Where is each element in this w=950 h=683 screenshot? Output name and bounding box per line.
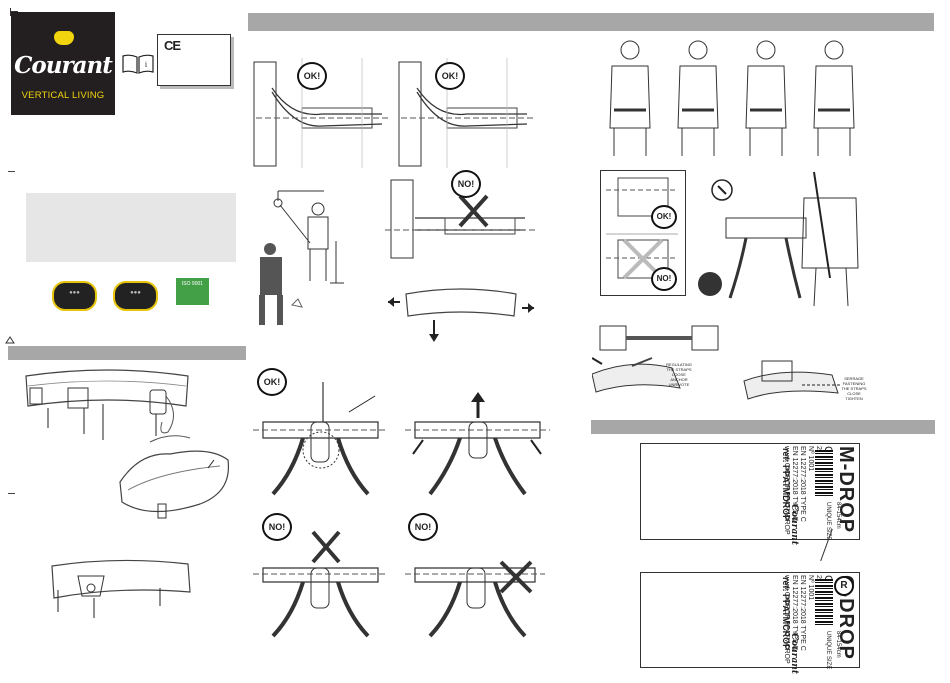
section-dash (8, 493, 15, 494)
note-line: CLOSE (847, 391, 861, 396)
harness-parts-diagram (25, 369, 189, 440)
note-line: SERRAGE (844, 376, 864, 381)
buckle-note-right: SERRAGE FASTENING THE STRAPS CLOSE TIGHT… (834, 376, 874, 401)
label-size-range: 84-154cm (835, 631, 841, 658)
info-panel (26, 193, 236, 262)
note-line: LOOSE (672, 372, 686, 377)
corner-mark (10, 11, 18, 12)
read-manual-icon: i (122, 54, 154, 74)
note-line: UNRIVOTE (668, 382, 690, 387)
label-line: Nº 1001 (807, 575, 814, 601)
no-badge: NO! (451, 170, 481, 198)
brand-name: Courant (14, 52, 113, 79)
no-badge: NO! (408, 513, 438, 541)
material-badge: ●●● (113, 281, 158, 311)
climbing-use-diagram (698, 171, 859, 307)
buckle-tightening-diagram (743, 360, 842, 400)
note-line: REGULATING (666, 362, 692, 367)
corner-mark (10, 8, 11, 16)
label-brand: Courant (789, 504, 799, 545)
section-header-bar (248, 13, 934, 31)
note-line: FASTENING (842, 381, 866, 386)
registered-mark: R (834, 576, 854, 596)
donning-steps-diagram (609, 40, 855, 156)
product-label-m-drop: M-DROP CE0082 2019/03 Nº 1001 EN 12277:2… (640, 443, 860, 545)
ok-badge: OK! (435, 62, 465, 90)
no-badge: NO! (262, 513, 292, 541)
section-dash (8, 171, 15, 172)
section-header-bar (591, 420, 935, 434)
iso-badge: ISO 9001 (176, 278, 209, 305)
belt-adjust-diagram (388, 288, 534, 342)
buckle-note-left: REGULATING THE STRAPS LOOSE ANCHOR UNRIV… (659, 362, 699, 387)
harness-front-ok (253, 382, 388, 496)
ce-mark: CE (164, 38, 181, 53)
harness-front-no-1 (253, 530, 388, 638)
badge-text-icon: ●●● (130, 290, 141, 296)
brand-tagline: VERTICAL LIVING (21, 90, 105, 101)
barcode (815, 450, 833, 498)
fall-clearance-diagram (259, 190, 344, 325)
connection-diagram-no (385, 179, 535, 259)
harness-folded-diagram (119, 435, 230, 519)
harness-front-pull (405, 392, 550, 496)
note-line: ANCHOR (670, 377, 688, 382)
connection-diagram-ok-2 (398, 58, 535, 168)
ok-badge: OK! (651, 205, 677, 229)
recycle-icon (5, 336, 15, 344)
iso-label: ISO 9001 (181, 281, 204, 287)
label-line: EN 12277:2018 TYPE C (799, 446, 806, 522)
label-size-range: 84-154cm (835, 502, 841, 529)
ce-certification-box: CE (157, 34, 231, 86)
label-unique-size: UNIQUE SIZE (825, 631, 831, 670)
label-line: Nº 1001 (807, 446, 814, 472)
badge-text-icon: ●●● (69, 290, 80, 296)
material-badge: ●●● (52, 281, 97, 311)
harness-belt-diagram (51, 559, 191, 618)
note-line: THE STRAPS (666, 367, 692, 372)
harness-front-no-2 (405, 560, 545, 638)
brand-logo: Courant VERTICAL LIVING (11, 12, 115, 115)
ok-badge: OK! (257, 368, 287, 396)
note-line: THE STRAPS (841, 386, 867, 391)
barcode (815, 579, 833, 627)
section-header-bar (8, 346, 246, 360)
no-badge: NO! (651, 267, 677, 291)
label-line: EN 12277:2018 TYPE C (799, 575, 806, 651)
product-label-c-drop: C-DROP CE0082 2019/03 Nº 1001 EN 12277:2… (640, 572, 860, 674)
logo-emblem-icon (54, 31, 74, 45)
iso-subscript (186, 304, 200, 309)
label-brand: Courant (789, 633, 799, 674)
ok-badge: OK! (297, 62, 327, 90)
svg-text:i: i (145, 60, 148, 69)
note-line: TIGHTEN (845, 396, 863, 401)
buckle-threading-diagram (592, 325, 719, 393)
